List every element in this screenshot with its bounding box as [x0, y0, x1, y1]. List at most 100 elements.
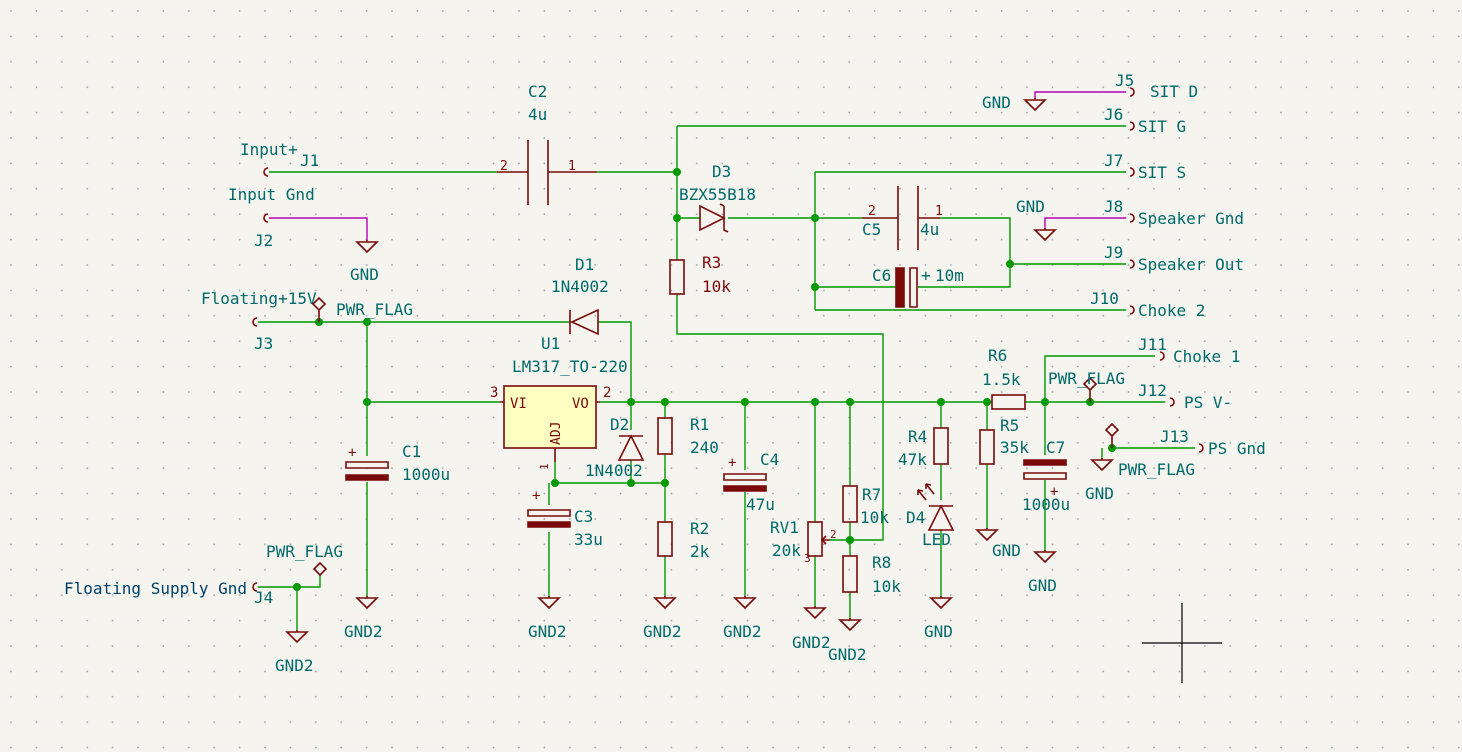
capacitor-c3[interactable]: + C3 33u: [527, 488, 603, 549]
polarity-mark: +: [532, 488, 540, 504]
component-ref: R6: [988, 346, 1007, 365]
polarity-mark: +: [728, 455, 736, 471]
connector-label: Input+: [240, 140, 298, 159]
connector-pin-icon: [1129, 213, 1135, 223]
component-ref: RV1: [770, 518, 799, 537]
power-label: PWR_FLAG: [1118, 460, 1195, 479]
gnd2-icon: [803, 606, 827, 620]
pwr-flag-icon: [1082, 376, 1098, 402]
pin-number: 2: [500, 159, 508, 174]
connector-j7[interactable]: J7 SIT S: [1104, 151, 1186, 182]
component-ref: R1: [690, 415, 709, 434]
pwr-flag-icon: [1104, 422, 1120, 448]
resistor-r6[interactable]: R6 1.5k: [982, 346, 1026, 410]
regulator-body: [503, 385, 597, 449]
pwr-flag: PWR_FLAG: [311, 296, 413, 322]
gnd-icon: [1033, 550, 1057, 564]
component-value: 10k: [860, 508, 889, 527]
gnd2-icon: [653, 596, 677, 610]
connector-j3[interactable]: Floating+15V J3: [201, 289, 317, 353]
connector-label: SIT G: [1138, 117, 1186, 136]
polarity-mark: +: [1050, 484, 1058, 500]
led-d4[interactable]: D4 LED: [906, 483, 955, 549]
gnd-icon: [1023, 98, 1047, 112]
capacitor-icon: [723, 473, 767, 481]
connector-ref: J7: [1104, 151, 1123, 170]
gnd-symbol: GND: [924, 596, 953, 641]
component-value: 20k: [772, 541, 801, 560]
component-value: 4u: [920, 220, 939, 239]
connector-pin-icon: [1198, 443, 1204, 453]
resistor-r2[interactable]: R2 2k: [657, 519, 710, 561]
component-value: 240: [690, 438, 719, 457]
gnd2-icon: [733, 596, 757, 610]
capacitor-plate: [1023, 472, 1067, 480]
connector-j13[interactable]: J13 PS Gnd: [1160, 427, 1266, 458]
gnd2-symbol: GND2: [792, 606, 831, 652]
pin-name-vi: VI: [510, 396, 527, 412]
component-ref: C7: [1046, 438, 1065, 457]
polarity-mark: +: [348, 445, 356, 461]
resistor-r3[interactable]: R3 10k: [669, 253, 731, 296]
connector-label: Choke 2: [1138, 301, 1205, 320]
diode-d2[interactable]: D2 1N4002: [585, 415, 645, 480]
power-label: GND2: [643, 622, 682, 641]
connector-j10[interactable]: J10 Choke 2: [1090, 289, 1205, 320]
connector-j12[interactable]: J12 PS V-: [1138, 381, 1232, 412]
gnd2-symbol: GND2: [643, 596, 682, 641]
connector-j11[interactable]: J11 Choke 1: [1138, 335, 1240, 366]
pin-name-adj: ADJ: [549, 422, 564, 445]
polarity-mark: +: [921, 266, 931, 285]
resistor-icon: [842, 555, 858, 593]
capacitor-c7[interactable]: + C7 1000u: [1022, 438, 1070, 514]
pin-name-vo: VO: [572, 396, 589, 412]
connector-j9[interactable]: J9 Speaker Out: [1104, 243, 1244, 274]
capacitor-c5[interactable]: 2 1 C5 4u: [862, 186, 943, 250]
diode-d1[interactable]: D1 1N4002: [551, 255, 609, 336]
resistor-r8[interactable]: R8 10k: [842, 553, 901, 596]
connector-j2[interactable]: Input Gnd J2: [228, 185, 315, 250]
connector-pin-icon: [252, 582, 258, 592]
resistor-r7[interactable]: R7 10k: [842, 485, 889, 527]
light-arrows-icon: [917, 483, 935, 501]
connector-label: SIT S: [1138, 163, 1186, 182]
power-label: GND2: [528, 622, 567, 641]
connector-j8[interactable]: J8 Speaker Gnd: [1104, 197, 1244, 228]
connector-j5[interactable]: J5 SIT D: [1115, 71, 1198, 101]
component-value: 1.5k: [982, 370, 1021, 389]
connector-pin-icon: [263, 167, 269, 177]
connector-pin-icon: [263, 213, 269, 223]
power-label: GND: [350, 265, 379, 284]
component-value: LED: [922, 530, 951, 549]
component-value: 33u: [574, 530, 603, 549]
connector-pin-icon: [1129, 121, 1135, 131]
capacitor-c4[interactable]: + C4 47u: [723, 450, 779, 514]
led-icon: [927, 504, 955, 531]
connector-j1[interactable]: Input+ J1: [240, 140, 319, 177]
gnd-icon: [1033, 228, 1057, 242]
power-label: PWR_FLAG: [1048, 369, 1125, 388]
capacitor-icon: [345, 461, 389, 469]
capacitor-c2[interactable]: 2 1 C2 4u: [497, 82, 597, 205]
resistor-r4[interactable]: R4 47k: [898, 427, 949, 469]
pwr-flag: PWR_FLAG: [1104, 422, 1195, 479]
power-label: GND: [1028, 576, 1057, 595]
diode-d3[interactable]: D3 BZX55B18: [679, 162, 756, 233]
connector-j6[interactable]: J6 SIT G: [1104, 105, 1186, 136]
capacitor-c1[interactable]: + C1 1000u: [345, 442, 450, 484]
regulator-u1[interactable]: 3 2 VI VO ADJ 1 U1 LM317_TO-220: [490, 334, 628, 470]
resistor-icon: [979, 429, 995, 465]
capacitor-c6[interactable]: C6 + 10m: [872, 266, 964, 308]
connector-j4[interactable]: Floating Supply Gnd J4: [64, 579, 273, 607]
resistor-r5[interactable]: R5 35k: [979, 416, 1029, 465]
connector-label: PS Gnd: [1208, 439, 1266, 458]
resistor-r1[interactable]: R1 240: [657, 415, 719, 457]
potentiometer-rv1[interactable]: 2 3 RV1 20k: [770, 518, 837, 565]
gnd-symbol: GND: [1028, 550, 1057, 595]
gnd2-symbol: GND2: [723, 596, 762, 641]
component-ref: R4: [908, 427, 927, 446]
component-ref: C4: [760, 450, 779, 469]
gnd2-icon: [285, 630, 309, 644]
gnd-icon: [929, 596, 953, 610]
wiper-arrow-icon: [820, 535, 830, 545]
